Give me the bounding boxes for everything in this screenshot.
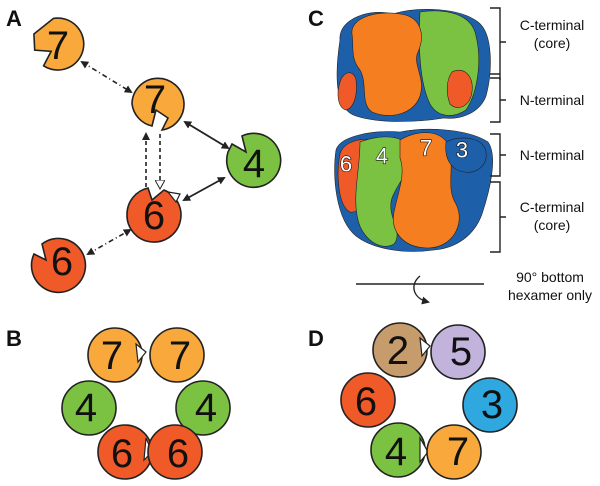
subunit-a2 bbox=[131, 77, 185, 132]
label-bottom-c-line1: C-terminal bbox=[520, 199, 585, 215]
c-label-6: 6 bbox=[340, 152, 352, 177]
panel-b: B 7 7 4 4 6 6 bbox=[6, 326, 231, 480]
arrow-6-6 bbox=[86, 229, 132, 255]
panel-d: D 2 5 6 3 4 7 bbox=[308, 322, 518, 480]
bracket-top-c bbox=[490, 7, 506, 80]
bracket-bottom-n bbox=[490, 133, 506, 177]
subunit-a1-label: 7 bbox=[47, 24, 69, 68]
panel-c: C 6 4 7 3 C-terminal (core) N-terminal bbox=[308, 6, 592, 305]
subunit-a4-label: 6 bbox=[143, 194, 165, 238]
label-top-c-line2: (core) bbox=[534, 35, 571, 51]
subunit-b5-label: 6 bbox=[111, 432, 133, 476]
panel-letter-c: C bbox=[308, 6, 324, 31]
subunit-b3 bbox=[61, 380, 117, 436]
subunit-d3 bbox=[340, 372, 396, 428]
subunit-d6-label: 7 bbox=[447, 430, 469, 474]
c-label-7: 7 bbox=[420, 136, 432, 161]
rotation-arrow bbox=[413, 275, 430, 305]
subunit-b6 bbox=[147, 424, 203, 480]
c-label-3: 3 bbox=[456, 138, 468, 163]
subunit-b3-label: 4 bbox=[75, 386, 97, 430]
subunit-b4-label: 4 bbox=[195, 386, 217, 430]
subunit-b2 bbox=[149, 327, 205, 383]
arrow-7-4 bbox=[183, 120, 230, 150]
label-bottom-c-line2: (core) bbox=[534, 217, 571, 233]
arrow-7-7 bbox=[80, 60, 133, 94]
label-bottom-n: N-terminal bbox=[520, 147, 585, 163]
label-top-n: N-terminal bbox=[520, 92, 585, 108]
bottom-hexamer bbox=[334, 128, 493, 252]
subunit-b4 bbox=[175, 380, 231, 436]
subunit-d2-label: 5 bbox=[450, 330, 472, 374]
arrow-4-6 bbox=[182, 177, 226, 201]
subunit-a3 bbox=[225, 132, 282, 189]
panel-letter-b: B bbox=[6, 326, 22, 351]
subunit-d4 bbox=[462, 377, 518, 433]
subunit-a1 bbox=[33, 17, 85, 71]
bracket-top-n bbox=[490, 77, 506, 123]
panel-letter-a: A bbox=[6, 6, 22, 31]
subunit-a5-label: 6 bbox=[51, 240, 73, 284]
subunit-d6 bbox=[426, 424, 482, 480]
subunit-d3-label: 6 bbox=[355, 380, 377, 424]
panel-letter-d: D bbox=[308, 326, 324, 351]
subunit-d4-label: 3 bbox=[481, 383, 503, 427]
c-label-4: 4 bbox=[376, 144, 388, 169]
label-top-c-line1: C-terminal bbox=[520, 17, 585, 33]
subunit-a5 bbox=[30, 237, 87, 294]
rotation-label-line2: hexamer only bbox=[508, 287, 592, 303]
panel-a: A 7 7 4 6 6 bbox=[6, 6, 282, 294]
subunit-a2-label: 7 bbox=[144, 78, 166, 122]
subunit-a4 bbox=[126, 187, 182, 243]
subunit-d1-label: 2 bbox=[387, 329, 409, 373]
subunit-d2 bbox=[430, 324, 486, 380]
subunit-b6-label: 6 bbox=[167, 432, 189, 476]
top-hexamer bbox=[336, 9, 491, 122]
bracket-bottom-c bbox=[490, 181, 506, 253]
subunit-b1-label: 7 bbox=[101, 334, 123, 378]
subunit-b2-label: 7 bbox=[169, 334, 191, 378]
rotation-label-line1: 90° bottom bbox=[516, 269, 584, 285]
subunit-d5-label: 4 bbox=[385, 430, 407, 474]
subunit-a3-label: 4 bbox=[243, 142, 265, 186]
